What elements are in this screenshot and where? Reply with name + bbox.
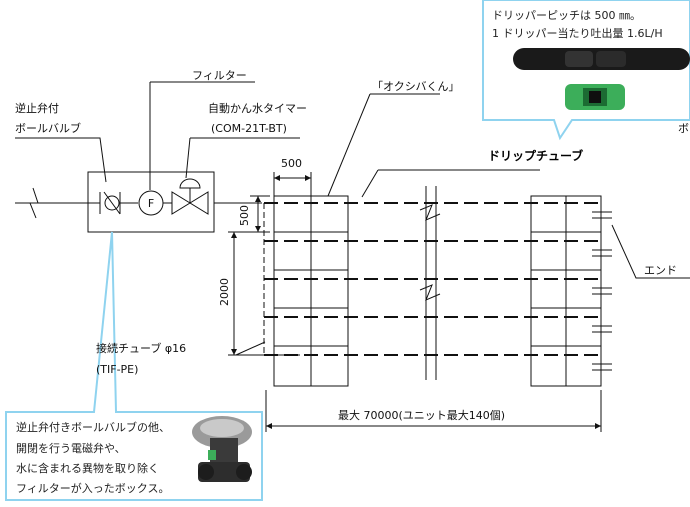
ball-valve-symbol — [104, 195, 120, 211]
label-filter: フィルター — [192, 69, 247, 82]
dim-2000: 2000 — [218, 278, 231, 306]
label-end: エンド — [644, 264, 677, 277]
filter-f-letter: F — [148, 197, 154, 210]
label-connect-2: (TIF-PE) — [96, 363, 138, 376]
break-symbol-left — [29, 187, 39, 219]
label-check-valve-2: ボールバルブ — [15, 121, 81, 135]
callout-bottom-line-2: 開閉を行う電磁弁や、 — [16, 441, 126, 455]
dripper-image — [565, 84, 625, 110]
label-connect-1: 接続チューブ φ16 — [96, 341, 186, 355]
valve-box-image — [192, 416, 252, 482]
dim-500-top: 500 — [281, 157, 302, 170]
drip-tubes — [264, 202, 598, 356]
label-timer-2: (COM-21T-BT) — [211, 122, 287, 135]
label-side-cut: ボ — [678, 122, 689, 135]
label-okushiba: 「オクシバくん」 — [372, 80, 459, 93]
dimension-arrows — [231, 175, 601, 429]
callout-top-line-1: ドリッパーピッチは 500 ㎜。 — [492, 9, 641, 22]
end-caps — [592, 211, 612, 371]
label-timer-1: 自動かん水タイマー — [208, 101, 307, 115]
solenoid-valve-symbol — [171, 191, 209, 215]
dim-500-side: 500 — [238, 205, 251, 226]
valve-box — [87, 171, 215, 233]
label-check-valve-1: 逆止弁付 — [15, 101, 59, 115]
dim-max: 最大 70000(ユニット最大140個) — [338, 408, 505, 422]
drip-tube-image — [513, 48, 690, 70]
label-drip-tube: ドリップチューブ — [488, 148, 583, 163]
callout-bottom-line-4: フィルターが入ったボックス。 — [16, 481, 169, 495]
callout-bottom-line-1: 逆止弁付きボールバルブの他、 — [16, 420, 170, 434]
callout-bottom-line-3: 水に含まれる異物を取り除く — [16, 461, 159, 475]
callout-top-line-2: 1 ドリッパー当たり吐出量 1.6L/H — [492, 26, 663, 40]
